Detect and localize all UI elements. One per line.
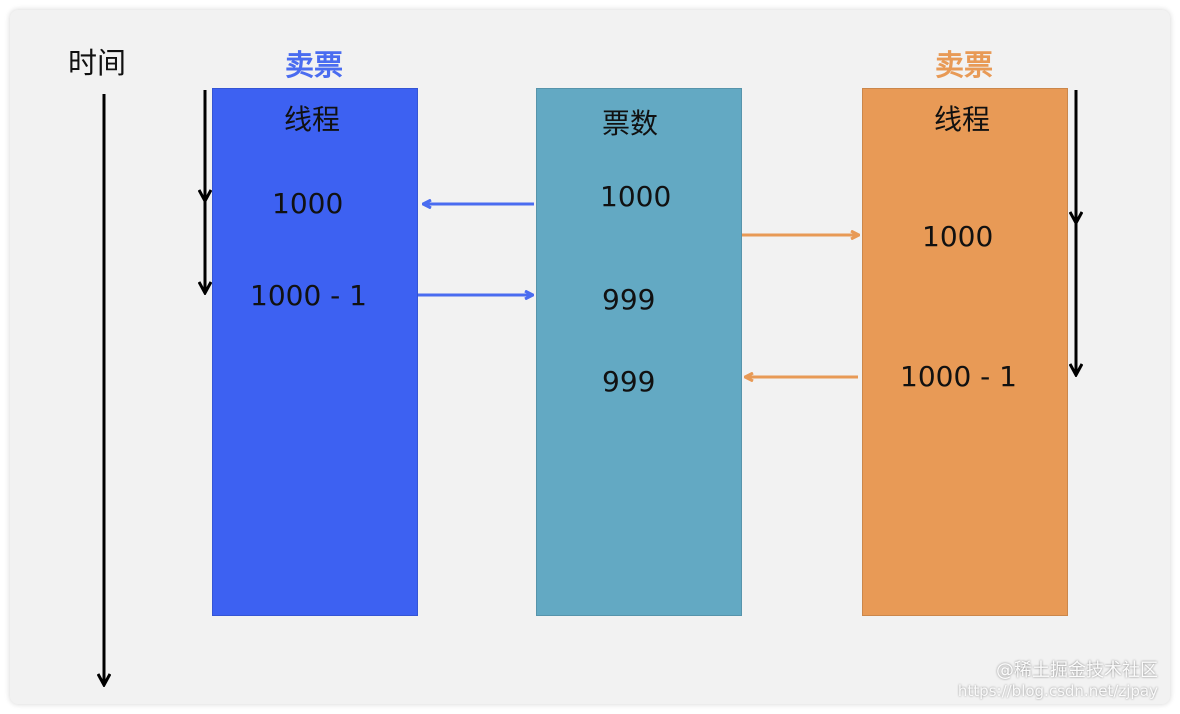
watermark-url: https://blog.csdn.net/zjpay [957,682,1158,700]
ticket-count-header: 票数 [602,107,659,140]
right-thread-header: 线程 [934,103,991,136]
diagram-canvas: 时间 卖票 卖票 线程 1000 1000 - 1 票数 1000 999 99… [10,10,1170,704]
left-thread-header: 线程 [284,103,341,136]
right-value-decrement: 1000 - 1 [900,360,1017,393]
ticket-value-after-right: 999 [602,365,656,398]
right-value-read: 1000 [922,220,994,253]
right-thread-box [862,88,1068,616]
arrows-layer [10,90,1170,704]
ticket-count-box [536,88,742,616]
watermark-community: @稀土掘金技术社区 [996,660,1158,681]
left-value-decrement: 1000 - 1 [250,279,367,312]
time-axis-label: 时间 [68,46,127,80]
left-thread-title: 卖票 [285,48,344,82]
left-value-read: 1000 [272,187,344,220]
ticket-value-initial: 1000 [600,180,672,213]
ticket-value-after-left: 999 [602,283,656,316]
left-thread-box [212,88,418,616]
right-thread-title: 卖票 [935,48,994,82]
